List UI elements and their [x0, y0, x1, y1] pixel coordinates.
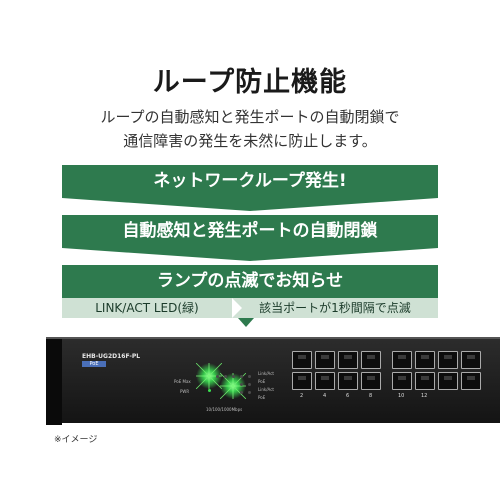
ethernet-port [361, 372, 381, 390]
description: ループの自動感知と発生ポートの自動閉鎖で 通信障害の発生を未然に防止します。 [0, 105, 500, 153]
led-info-row: LINK/ACT LED(緑) 該当ポートが1秒間隔で点滅 [62, 298, 438, 318]
ethernet-port [438, 351, 458, 369]
ethernet-port [461, 372, 481, 390]
status-led [248, 375, 251, 378]
port-number: 4 [323, 393, 327, 399]
chevron-right-icon [232, 298, 242, 318]
port-number: 6 [346, 393, 350, 399]
ethernet-port [392, 372, 412, 390]
blinking-led-icon [196, 363, 222, 389]
status-led [240, 391, 243, 394]
led-label-poe-2: PoE [258, 395, 266, 400]
step-label: ランプの点滅でお知らせ [156, 271, 344, 291]
ethernet-port [338, 351, 358, 369]
step-lamp-notify: ランプの点滅でお知らせ [62, 265, 438, 298]
led-label-pwr: PWR [180, 389, 190, 394]
ethernet-port [361, 351, 381, 369]
led-panel: PoE Max PWR Link/Act PoE Link/Act PoE 10… [174, 363, 296, 419]
port-group-1: 2 4 6 8 [292, 351, 384, 409]
ethernet-port [292, 351, 312, 369]
description-line-2: 通信障害の発生を未然に防止します。 [123, 132, 377, 150]
step-auto-detect: 自動感知と発生ポートの自動閉鎖 [62, 215, 438, 261]
led-action: 該当ポートが1秒間隔で点滅 [259, 301, 411, 315]
poe-badge: PoE [82, 361, 106, 367]
port-number: 12 [421, 393, 428, 399]
switch-side-panel [46, 339, 62, 425]
ethernet-port [461, 351, 481, 369]
port-number: 2 [300, 393, 304, 399]
led-label-poe-max: PoE Max [174, 379, 191, 384]
ethernet-port [292, 372, 312, 390]
power-led [208, 389, 211, 392]
led-label-poe: PoE [258, 379, 266, 384]
led-label-link-act: Link/Act [258, 371, 274, 376]
status-led [216, 375, 219, 378]
ethernet-port [338, 372, 358, 390]
ethernet-port [392, 351, 412, 369]
status-led [240, 383, 243, 386]
description-line-1: ループの自動感知と発生ポートの自動閉鎖で [100, 108, 400, 126]
ethernet-port [315, 351, 335, 369]
status-led [232, 375, 235, 378]
speed-label: 10/100/1000Mbps [206, 407, 243, 412]
status-led [248, 391, 251, 394]
page-title: ループ防止機能 [152, 67, 348, 98]
port-group-2: 10 12 [392, 351, 492, 409]
step-label: ネットワークループ発生! [153, 171, 347, 191]
step-loop-occurs: ネットワークループ発生! [62, 165, 438, 211]
ethernet-port [315, 372, 335, 390]
port-number: 10 [398, 393, 405, 399]
status-led [224, 375, 227, 378]
down-arrow-icon [238, 318, 254, 327]
image-caption: ※イメージ [54, 435, 98, 445]
ethernet-port [415, 372, 435, 390]
status-led [248, 383, 251, 386]
status-led [240, 375, 243, 378]
led-label-link-act-2: Link/Act [258, 387, 274, 392]
down-arrow-icon [62, 248, 438, 261]
port-number: 8 [369, 393, 373, 399]
switch-device-image: EHB-UG2D16F-PL PoE PoE Max PWR Link/Act … [46, 337, 500, 425]
down-arrow-icon [62, 198, 438, 211]
ethernet-port [438, 372, 458, 390]
model-name: EHB-UG2D16F-PL [82, 353, 141, 360]
step-label: 自動感知と発生ポートの自動閉鎖 [122, 221, 378, 241]
ethernet-port [415, 351, 435, 369]
led-label: LINK/ACT LED(緑) [95, 301, 199, 315]
